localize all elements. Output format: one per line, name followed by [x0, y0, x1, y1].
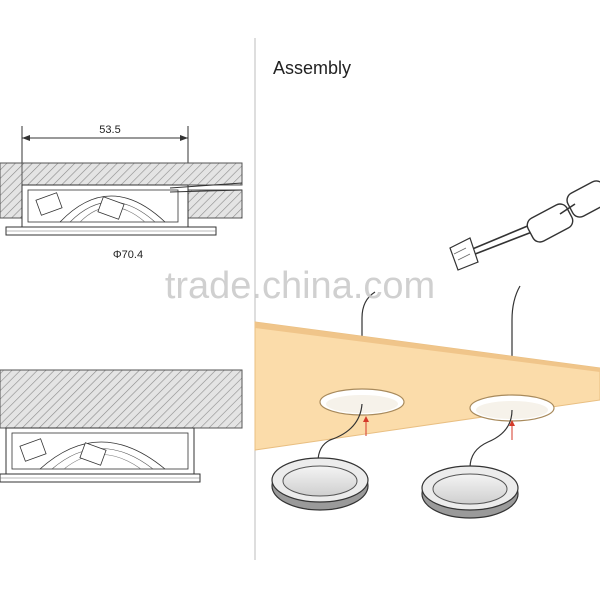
- diameter-dimension-label: Φ70.4: [113, 249, 143, 261]
- watermark: trade.china.com: [165, 265, 435, 307]
- insert-arrow-icon: [363, 416, 515, 440]
- puck-light-icon: [421, 465, 519, 519]
- puck-light-icon: [271, 457, 369, 511]
- mounting-hole-right: [469, 394, 555, 422]
- width-dimension-label: 53.5: [99, 124, 120, 136]
- cabinet-board: [254, 321, 600, 451]
- cable-connector-icon: [449, 180, 600, 271]
- mounting-hole-left: [319, 388, 405, 416]
- page-title: Assembly: [273, 58, 351, 78]
- section-drawing-top: 53.5 Φ70.4: [0, 124, 243, 261]
- section-drawing-bottom: [0, 369, 243, 483]
